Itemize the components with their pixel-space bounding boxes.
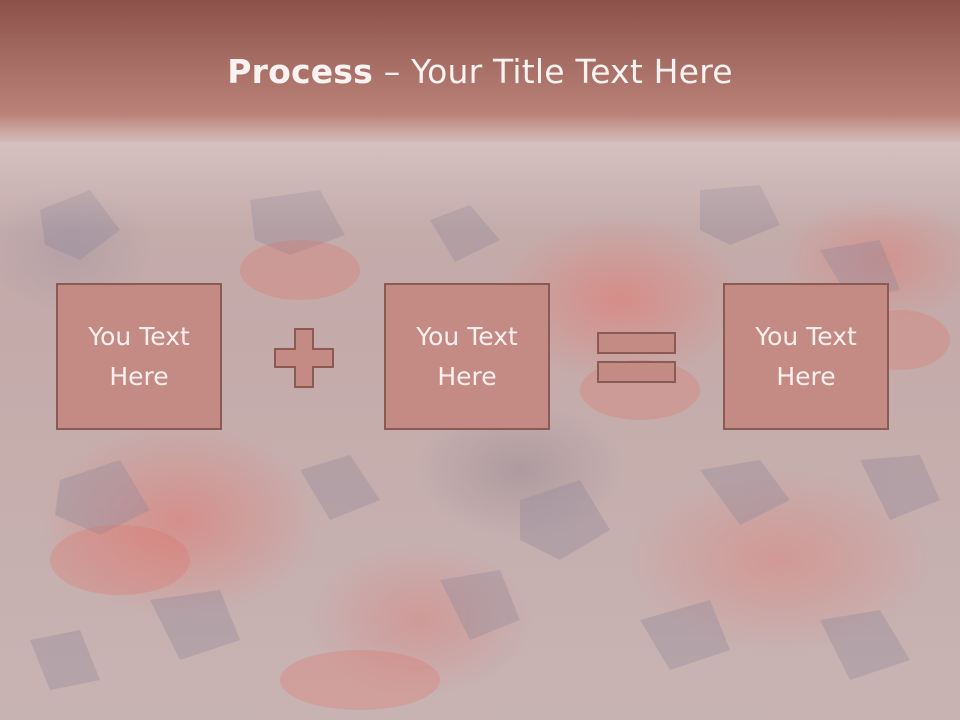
slide-title: Process – Your Title Text Here [0,52,960,91]
process-box-3: You Text Here [723,283,889,430]
process-box-1: You Text Here [56,283,222,430]
equals-icon [597,332,676,383]
title-bar [0,0,960,142]
title-dash: – [373,52,412,91]
plus-icon [274,328,334,388]
process-box-2: You Text Here [384,283,550,430]
title-bold: Process [227,52,373,91]
title-rest: Your Title Text Here [411,52,733,91]
